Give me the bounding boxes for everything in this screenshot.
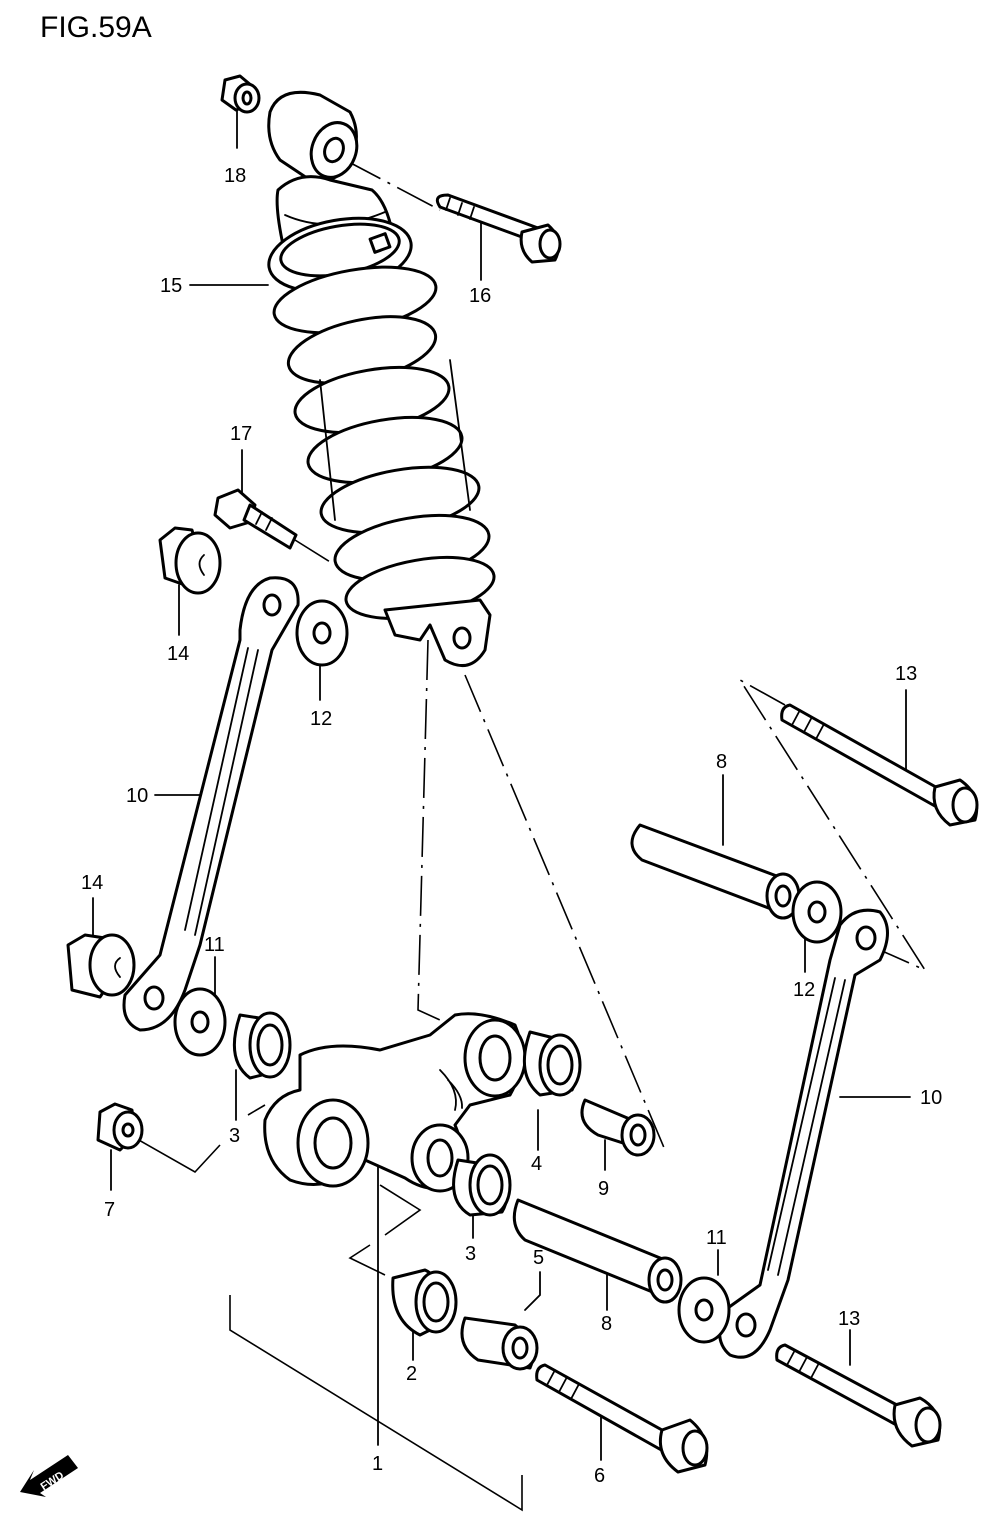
callout-1: 1 [372, 1453, 383, 1475]
bearing-lower [452, 1153, 512, 1217]
callout-8-upper: 8 [716, 751, 727, 773]
washer-right [791, 880, 843, 944]
link-nut-upper [158, 526, 222, 595]
bushing-bottom [460, 1316, 539, 1371]
callout-17: 17 [230, 423, 252, 445]
rod-bolt-upper [780, 703, 979, 827]
spacer-lower [512, 1198, 683, 1304]
washer-left [173, 987, 227, 1057]
lever-bolt-bottom [535, 1363, 709, 1474]
cushion-lever [263, 1012, 527, 1193]
spacer-upper [630, 823, 801, 920]
callout-14-upper: 14 [167, 643, 189, 665]
callout-10-right: 10 [920, 1087, 942, 1109]
shock-top-nut [220, 74, 261, 114]
bearing-right [522, 1030, 582, 1097]
washer-upper [295, 599, 349, 667]
cushion-rod-left [122, 576, 300, 1032]
link-bolt-upper-left [213, 488, 298, 550]
bushing-upper [580, 1098, 656, 1157]
bearing-left [232, 1011, 292, 1080]
shock-top-bolt [435, 193, 562, 264]
callout-13-lower: 13 [838, 1308, 860, 1330]
callout-12-right: 12 [793, 979, 815, 1001]
leader-lines [92, 107, 928, 1512]
callout-16: 16 [469, 285, 491, 307]
callout-13-upper: 13 [895, 663, 917, 685]
callout-15: 15 [160, 275, 182, 297]
callout-3-left: 3 [229, 1125, 240, 1147]
callout-6: 6 [594, 1465, 605, 1487]
callout-8-lower: 8 [601, 1313, 612, 1335]
bearing-bottom [391, 1268, 458, 1337]
callout-5: 5 [533, 1247, 544, 1269]
forward-direction-arrow: FWD [20, 1455, 78, 1497]
callout-9: 9 [598, 1178, 609, 1200]
callout-14-lower: 14 [81, 872, 103, 894]
callout-3-lower: 3 [465, 1243, 476, 1265]
cushion-rod-right [718, 908, 889, 1359]
callout-7: 7 [104, 1199, 115, 1221]
rear-shock-absorber [267, 90, 496, 668]
callout-4: 4 [531, 1153, 542, 1175]
callout-2: 2 [406, 1363, 417, 1385]
figure-title: FIG.59A [40, 11, 152, 44]
callout-labels: 18 15 16 17 14 12 13 8 10 14 11 12 10 3 … [81, 165, 942, 1487]
callout-11-right: 11 [706, 1227, 727, 1249]
callout-11-left: 11 [204, 934, 225, 956]
link-nut-lower [66, 933, 136, 999]
lever-bolt [96, 1102, 144, 1152]
rod-bolt-lower [775, 1343, 942, 1448]
callout-18: 18 [224, 165, 246, 187]
callout-10-left: 10 [126, 785, 148, 807]
callout-12-upper: 12 [310, 708, 332, 730]
washer-lower-right [677, 1276, 731, 1344]
